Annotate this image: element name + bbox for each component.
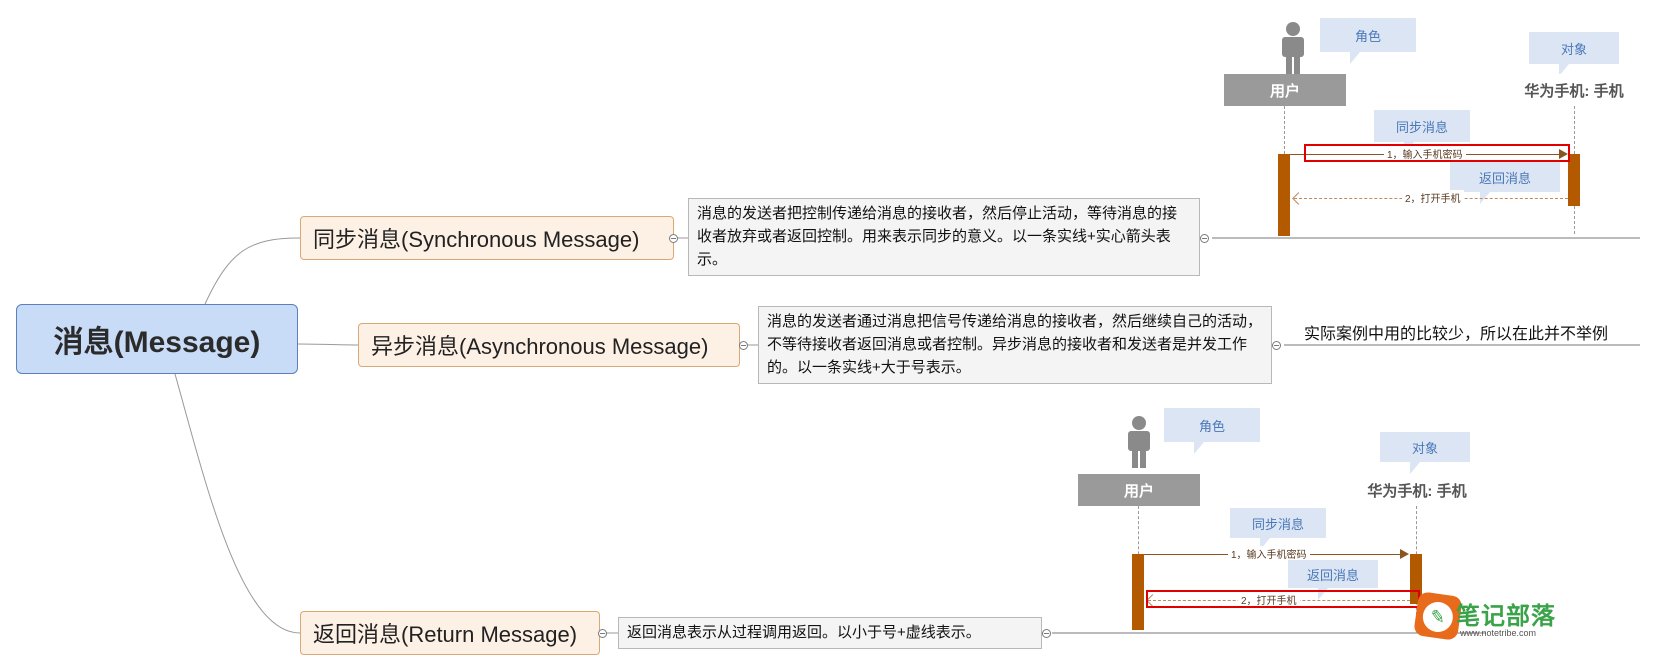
async-extra-note[interactable]: 实际案例中用的比较少，所以在此并不举例 (1304, 326, 1609, 343)
actor-person-icon (1128, 416, 1150, 468)
role-callout: 角色 (1320, 18, 1416, 64)
root-to-return-connector (174, 373, 301, 634)
return-message-callout: 返回消息 (1288, 560, 1378, 600)
object-lifeline-box: 华为手机: 手机 (1352, 474, 1482, 506)
note-asynchronous[interactable]: 消息的发送者通过消息把信号传递给消息的接收者，然后继续自己的活动，不等待接收者返… (758, 306, 1272, 384)
watermark-url: www.notetribe.com (1460, 628, 1537, 638)
watermark: ✎ 笔记部落 www.notetribe.com (1413, 588, 1656, 670)
branch-synchronous-message[interactable]: 同步消息(Synchronous Message) (300, 216, 674, 260)
root-to-sync-connector (204, 237, 301, 305)
note-synchronous[interactable]: 消息的发送者把控制传递给消息的接收者，然后停止活动，等待消息的接收者放弃或者返回… (688, 198, 1200, 276)
root-node[interactable]: 消息(Message) (16, 304, 298, 374)
actor-lifeline-box: 用户 (1078, 474, 1200, 506)
actor-lifeline-box: 用户 (1224, 74, 1346, 106)
branch-return-message[interactable]: 返回消息(Return Message) (300, 611, 600, 655)
open-arrowhead-icon (1292, 192, 1305, 205)
collapse-toggle-async-icon[interactable] (739, 341, 748, 350)
message-1-label: 1，输入手机密码 (1384, 146, 1466, 161)
actor-activation-bar (1132, 554, 1144, 630)
object-activation-bar (1568, 154, 1580, 206)
highlight-sync-message (1304, 144, 1570, 162)
collapse-toggle-sync-icon[interactable] (669, 234, 678, 243)
sequence-diagram-return: 角色 对象 用户 华为手机: 手机 同步消息 1，输入手机密码 返回消息 2，打… (1068, 408, 1488, 630)
return-message-callout: 返回消息 (1450, 162, 1560, 204)
actor-activation-bar (1278, 154, 1290, 236)
highlight-return-message (1146, 590, 1420, 608)
message-2-label: 2，打开手机 (1238, 592, 1300, 607)
role-callout: 角色 (1164, 408, 1260, 454)
collapse-toggle-async-note-icon[interactable] (1272, 341, 1281, 350)
branch-asynchronous-message[interactable]: 异步消息(Asynchronous Message) (358, 323, 740, 367)
collapse-toggle-return-note-icon[interactable] (1042, 629, 1051, 638)
actor-person-icon (1282, 22, 1304, 74)
note-return[interactable]: 返回消息表示从过程调用返回。以小于号+虚线表示。 (618, 617, 1042, 649)
message-1-label: 1，输入手机密码 (1228, 546, 1310, 561)
root-to-async-connector (297, 343, 359, 346)
object-callout: 对象 (1529, 32, 1619, 76)
watermark-text: 笔记部落 (1456, 603, 1556, 630)
collapse-toggle-return-icon[interactable] (598, 629, 607, 638)
sync-message-callout: 同步消息 (1374, 110, 1470, 154)
object-callout: 对象 (1380, 432, 1470, 474)
sync-message-callout: 同步消息 (1230, 508, 1326, 550)
sequence-diagram-sync: 角色 对象 用户 华为手机: 手机 同步消息 1，输入手机密码 返回消息 2，打… (1224, 14, 1644, 236)
collapse-toggle-sync-note-icon[interactable] (1200, 234, 1209, 243)
solid-arrowhead-icon (1400, 549, 1409, 559)
message-2-label: 2，打开手机 (1402, 190, 1464, 205)
object-lifeline-box: 华为手机: 手机 (1504, 74, 1644, 106)
solid-arrowhead-icon (1559, 149, 1568, 159)
